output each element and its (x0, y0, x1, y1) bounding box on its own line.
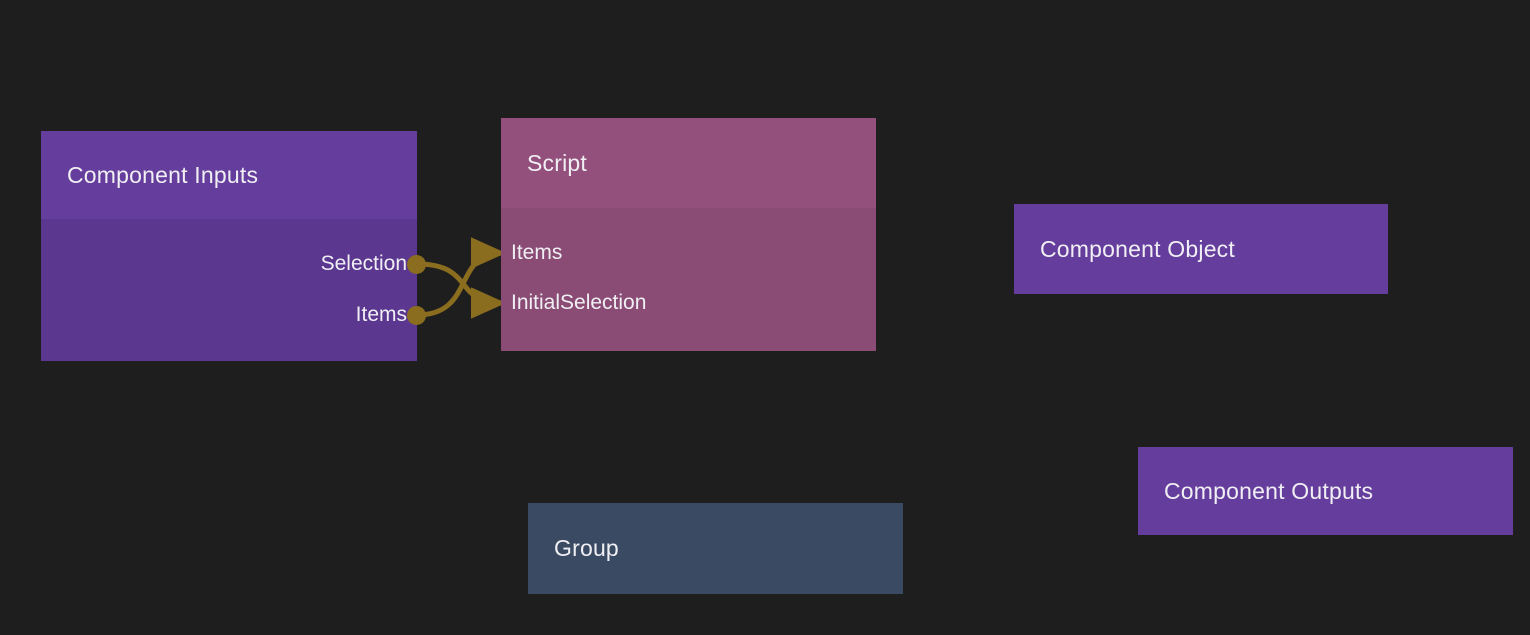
node-component-inputs[interactable]: Component Inputs Selection Items (41, 131, 426, 361)
input-port-label: Items (511, 241, 563, 264)
node-header-component-object[interactable]: Component Object (1014, 204, 1388, 294)
node-title: Component Object (1040, 235, 1235, 262)
node-body-component-inputs: Selection Items (41, 219, 426, 361)
input-port-initialselection[interactable]: InitialSelection (501, 291, 647, 314)
node-title: Group (554, 535, 619, 561)
node-title: Component Outputs (1164, 477, 1374, 504)
connection-wire-items-to-items[interactable] (416, 237, 506, 318)
node-header-group[interactable]: Group (528, 503, 903, 594)
node-header-component-inputs[interactable]: Component Inputs (41, 131, 417, 219)
output-port-label: Items (355, 303, 407, 326)
node-body-script: Items InitialSelection (501, 208, 876, 351)
input-port-items[interactable]: Items (501, 241, 563, 264)
output-port-dot-items[interactable] (407, 305, 426, 325)
node-component-outputs[interactable]: Component Outputs (1138, 447, 1513, 535)
node-title: Component Inputs (67, 161, 259, 188)
output-port-dot-selection[interactable] (407, 254, 426, 274)
output-port-selection[interactable]: Selection (320, 252, 417, 275)
node-header-component-outputs[interactable]: Component Outputs (1138, 447, 1513, 535)
output-port-items[interactable]: Items (355, 303, 417, 326)
output-port-label: Selection (320, 252, 407, 275)
node-component-object[interactable]: Component Object (1014, 204, 1388, 294)
node-script[interactable]: Script Items InitialSelection (501, 118, 876, 351)
node-group[interactable]: Group (528, 503, 903, 594)
input-port-label: InitialSelection (511, 291, 647, 314)
node-header-script[interactable]: Script (501, 118, 876, 208)
node-title: Script (527, 149, 587, 176)
connection-wire-selection-to-initialselection[interactable] (416, 261, 506, 319)
